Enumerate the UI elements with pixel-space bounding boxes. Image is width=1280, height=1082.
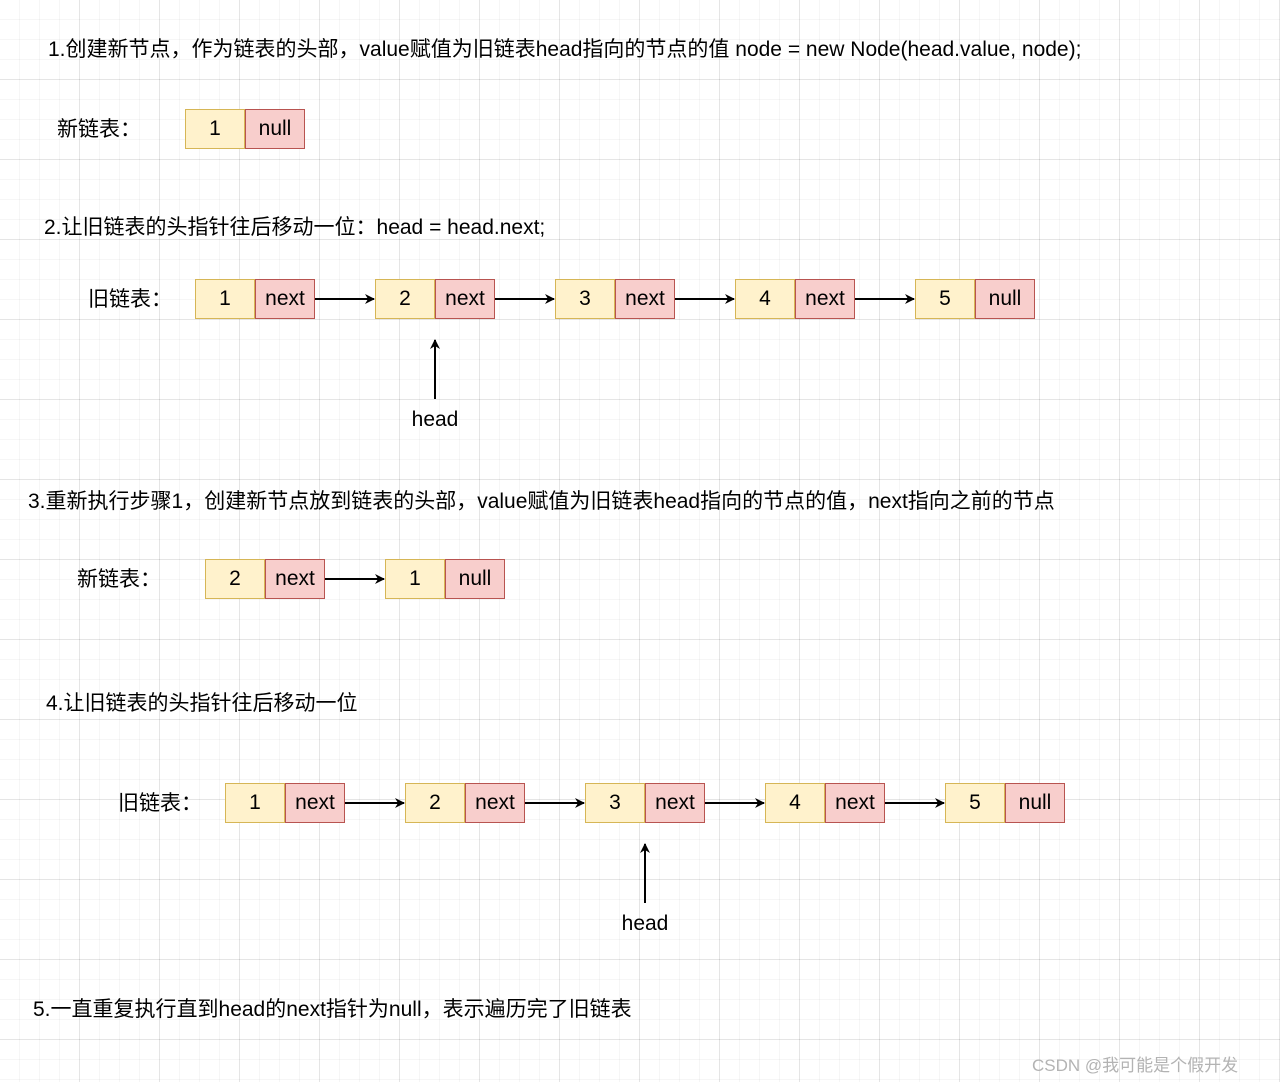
node-pointer: null: [445, 559, 505, 599]
node-value: 1: [185, 109, 245, 149]
node-pointer: null: [245, 109, 305, 149]
node-pointer: next: [795, 279, 855, 319]
head-pointer-label-1: head: [411, 408, 459, 431]
new-list-label-1: 新链表：: [57, 118, 141, 141]
head-pointer-label-2: head: [621, 912, 669, 935]
step-5-text: 5.一直重复执行直到head的next指针为null，表示遍历完了旧链表: [33, 998, 632, 1021]
node-value: 4: [735, 279, 795, 319]
node-value: 2: [375, 279, 435, 319]
node-pointer: next: [285, 783, 345, 823]
node-pointer: null: [975, 279, 1035, 319]
node-value: 1: [385, 559, 445, 599]
node-value: 5: [945, 783, 1005, 823]
node-pointer: null: [1005, 783, 1065, 823]
step-2-text: 2.让旧链表的头指针往后移动一位：head = head.next;: [44, 216, 546, 239]
node-value: 3: [585, 783, 645, 823]
node-value: 3: [555, 279, 615, 319]
watermark: CSDN @我可能是个假开发: [1032, 1056, 1239, 1075]
node-value: 2: [405, 783, 465, 823]
node-pointer: next: [615, 279, 675, 319]
step-4-text: 4.让旧链表的头指针往后移动一位: [46, 692, 358, 715]
node-pointer: next: [435, 279, 495, 319]
old-list-label-2: 旧链表：: [118, 792, 202, 815]
node-value: 1: [225, 783, 285, 823]
old-list-label-1: 旧链表：: [88, 288, 172, 311]
node-pointer: next: [825, 783, 885, 823]
node-pointer: next: [265, 559, 325, 599]
node-pointer: next: [255, 279, 315, 319]
new-list-label-2: 新链表：: [77, 568, 161, 591]
step-1-text: 1.创建新节点，作为链表的头部，value赋值为旧链表head指向的节点的值 n…: [48, 38, 1082, 61]
node-value: 4: [765, 783, 825, 823]
step-3-text: 3.重新执行步骤1，创建新节点放到链表的头部，value赋值为旧链表head指向…: [28, 490, 1055, 513]
node-value: 5: [915, 279, 975, 319]
node-pointer: next: [645, 783, 705, 823]
node-value: 2: [205, 559, 265, 599]
node-pointer: next: [465, 783, 525, 823]
node-value: 1: [195, 279, 255, 319]
